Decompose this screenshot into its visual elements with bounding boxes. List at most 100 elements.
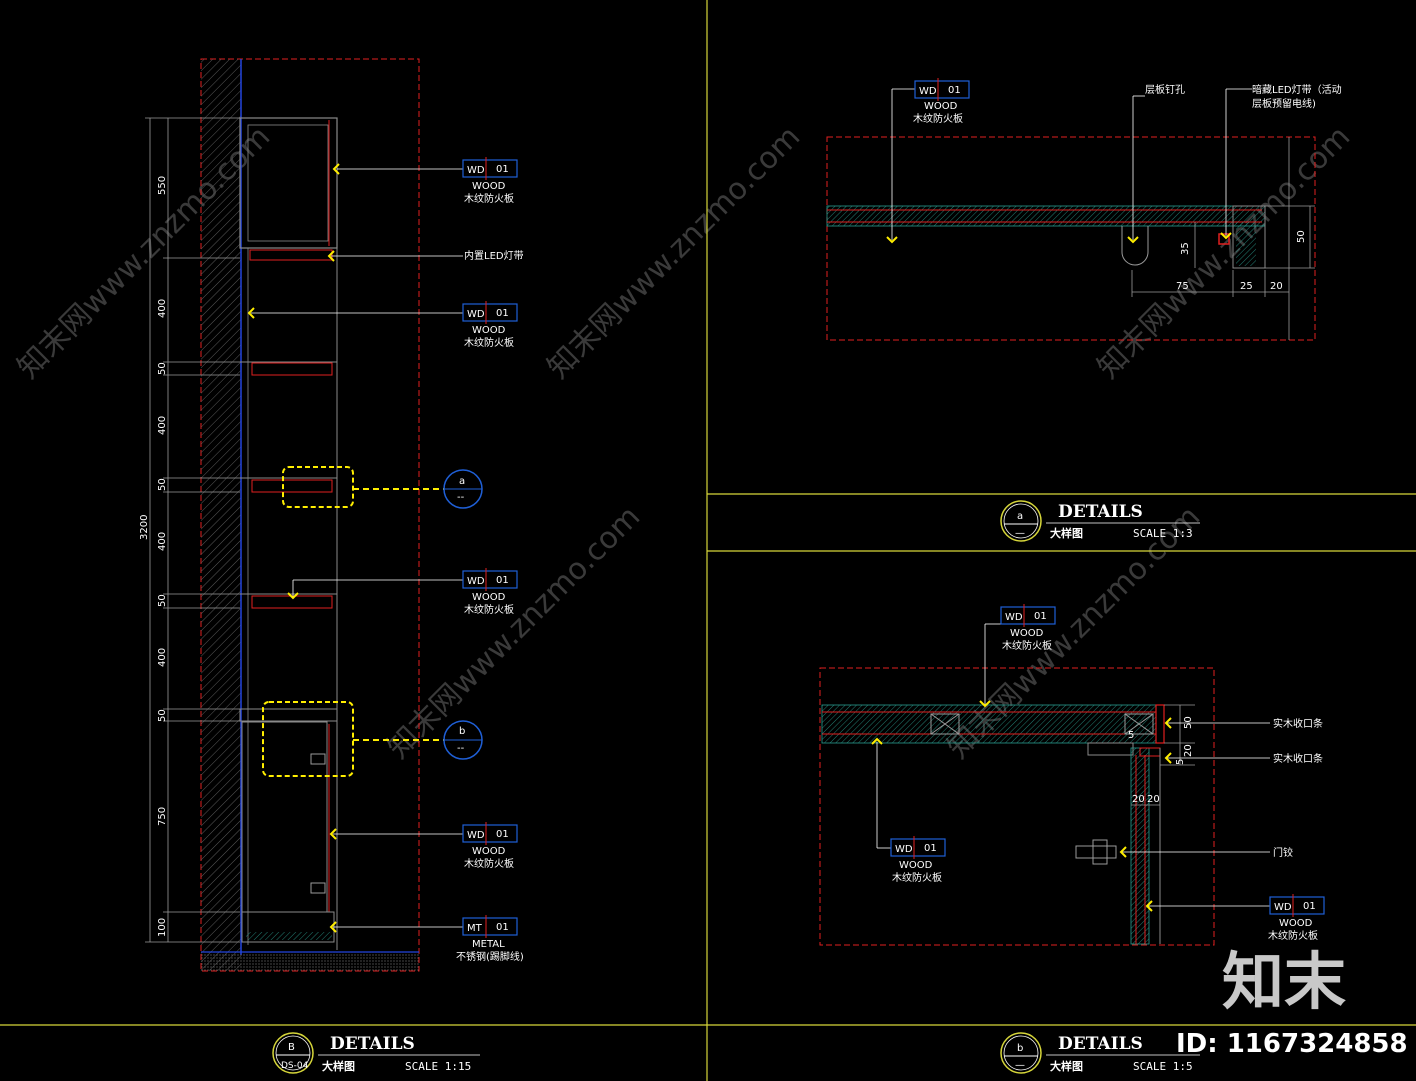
- title-block-B: B DS-04 DETAILS 大样图 SCALE 1:15: [272, 1032, 480, 1074]
- dimension-label: 400: [157, 532, 168, 551]
- detail-a-section: 35 50 75 25 20 WD 01 WOOD 木纹防火板 层板钉孔 暗藏: [826, 78, 1342, 542]
- callout-sheet: --: [457, 492, 465, 503]
- note-label: 实木收口条: [1273, 717, 1323, 730]
- tag-material-cn: 不锈钢(踢脚线): [456, 950, 524, 963]
- tag-number: 01: [1034, 611, 1047, 622]
- dimension-label: 50: [157, 594, 168, 607]
- brand-logo: 知末: [1222, 945, 1346, 1018]
- material-tag: WD 01 WOOD 木纹防火板: [890, 836, 946, 884]
- section-bubble-icon: b --: [443, 720, 483, 760]
- tag-material-en: WOOD: [472, 181, 506, 192]
- detail-title: DETAILS: [330, 1034, 415, 1054]
- dimension-label: 20: [1183, 744, 1194, 757]
- dimension-label: 25: [1240, 281, 1253, 292]
- tag-number: 01: [496, 922, 509, 933]
- title-bubble-letter: b: [1017, 1043, 1023, 1054]
- dimension-label: 5: [1128, 730, 1134, 741]
- tag-number: 01: [496, 829, 509, 840]
- tag-material-cn: 木纹防火板: [892, 871, 942, 884]
- title-bubble-letter: B: [288, 1042, 295, 1053]
- note-label: 实木收口条: [1273, 752, 1323, 765]
- dimension-label: 5: [1175, 759, 1186, 765]
- callout-letter: a: [459, 476, 465, 487]
- tag-material-en: WOOD: [472, 325, 506, 336]
- detail-b-section: 50 20 5 5 20 20 WD 01: [819, 604, 1325, 1074]
- tag-number: 01: [496, 308, 509, 319]
- tag-material-cn: 木纹防火板: [464, 336, 514, 349]
- callout-sheet: --: [457, 743, 465, 754]
- material-tag: WD 01 WOOD 木纹防火板: [462, 822, 518, 870]
- watermark-text: 知末网www.znzmo.com: [1091, 119, 1357, 385]
- watermark-text: 知末网www.znzmo.com: [381, 499, 647, 765]
- material-tag: MT 01 METAL 不锈钢(踢脚线): [456, 915, 524, 963]
- tag-number: 01: [948, 85, 961, 96]
- detail-title: DETAILS: [1058, 502, 1143, 522]
- arrow-chevron-icon: [886, 232, 1232, 244]
- dimension-label: 400: [157, 648, 168, 667]
- tag-material-en: WOOD: [1010, 628, 1044, 639]
- callout-letter: b: [459, 726, 465, 737]
- dimension-label: 20: [1132, 794, 1145, 805]
- tag-material-cn: 木纹防火板: [464, 603, 514, 616]
- tag-code: WD: [1274, 902, 1292, 913]
- note-label: 门铰: [1273, 846, 1293, 859]
- tag-code: WD: [467, 165, 485, 176]
- tag-material-cn: 木纹防火板: [1002, 639, 1052, 652]
- watermark-text: 知末网www.znzmo.com: [541, 119, 807, 385]
- title-bubble-sheet: —: [1015, 528, 1025, 539]
- tag-number: 01: [924, 843, 937, 854]
- note-label: 层板钉孔: [1145, 83, 1185, 96]
- detail-title: DETAILS: [1058, 1034, 1143, 1054]
- dimension-label: 400: [157, 416, 168, 435]
- dimension-label: 400: [157, 299, 168, 318]
- dimension-label: 750: [157, 807, 168, 826]
- tag-code: WD: [467, 309, 485, 320]
- note-label: 内置LED灯带: [464, 249, 524, 262]
- material-tag: WD 01 WOOD 木纹防火板: [462, 301, 518, 349]
- dimension-label: 75: [1176, 281, 1189, 292]
- hinge-icon: [1075, 839, 1117, 865]
- tag-material-en: WOOD: [472, 846, 506, 857]
- detail-scale: SCALE 1:15: [405, 1060, 471, 1073]
- tag-code: WD: [895, 844, 913, 855]
- detail-subtitle: 大样图: [322, 1059, 355, 1073]
- tag-code: WD: [467, 576, 485, 587]
- dimension-label: 50: [157, 709, 168, 722]
- title-block-b: b — DETAILS 大样图 SCALE 1:5: [1000, 1032, 1200, 1074]
- material-tag: WD 01 WOOD 木纹防火板: [1000, 604, 1056, 652]
- tag-number: 01: [496, 164, 509, 175]
- material-tag: WD 01 WOOD 木纹防火板: [913, 78, 970, 125]
- title-bubble-letter: a: [1017, 511, 1023, 522]
- image-id-label: ID: 1167324858: [1176, 1029, 1408, 1059]
- title-block-a: a — DETAILS 大样图 SCALE 1:3: [1000, 500, 1200, 542]
- dimension-label: 35: [1180, 242, 1191, 255]
- tag-code: WD: [919, 86, 937, 97]
- detail-subtitle: 大样图: [1050, 526, 1083, 540]
- tag-code: WD: [1005, 612, 1023, 623]
- title-bubble-sheet: DS-04: [281, 1061, 309, 1071]
- tag-material-en: METAL: [472, 939, 505, 950]
- detail-B-elevation: 550 400 50 400 50 400 50 400 50 750 100 …: [139, 58, 524, 1074]
- title-bubble-sheet: —: [1015, 1060, 1025, 1071]
- wall-hatch: [201, 59, 241, 971]
- tag-number: 01: [496, 575, 509, 586]
- dimension-label: 50: [157, 478, 168, 491]
- tag-material-cn: 木纹防火板: [464, 192, 514, 205]
- arrow-chevron-icon: [247, 163, 340, 933]
- tag-number: 01: [1303, 901, 1316, 912]
- tag-material-cn: 木纹防火板: [1268, 929, 1318, 942]
- dimension-label: 20: [1147, 794, 1160, 805]
- tag-material-cn: 木纹防火板: [913, 112, 963, 125]
- detail-scale: SCALE 1:5: [1133, 1060, 1193, 1073]
- tag-material-cn: 木纹防火板: [464, 857, 514, 870]
- dimension-label: 100: [157, 918, 168, 937]
- note-label: 暗藏LED灯带（活动: [1252, 83, 1342, 96]
- material-tag: WD 01 WOOD 木纹防火板: [1268, 894, 1325, 942]
- hinge-icon: [310, 753, 326, 765]
- tag-material-en: WOOD: [924, 101, 958, 112]
- tag-code: MT: [467, 923, 483, 934]
- section-bubble-icon: a --: [443, 469, 483, 509]
- detail-subtitle: 大样图: [1050, 1059, 1083, 1073]
